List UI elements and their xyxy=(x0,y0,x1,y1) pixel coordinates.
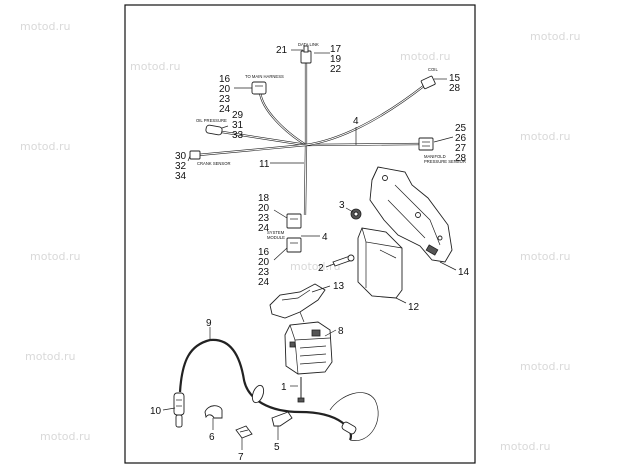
watermark: motod.ru xyxy=(25,350,75,363)
crank-sensor-connector xyxy=(189,150,201,160)
callout-4-top: 4 xyxy=(353,116,359,127)
callout-12: 12 xyxy=(408,302,420,313)
callout-6: 6 xyxy=(209,432,215,443)
callout-14: 14 xyxy=(458,267,470,278)
callout-23-mid: 23 xyxy=(258,213,270,224)
callout-9: 9 xyxy=(206,318,212,329)
callout-32: 32 xyxy=(175,161,187,172)
callout-24-top: 24 xyxy=(219,104,231,115)
oil-pressure-label: OIL PRESSURE xyxy=(196,118,227,123)
callout-30: 30 xyxy=(175,151,187,162)
coil-connector xyxy=(420,75,436,90)
system-module-label-line1: SYSTEM xyxy=(267,230,285,235)
callout-2: 2 xyxy=(318,263,324,274)
callout-19: 19 xyxy=(330,54,342,65)
callout-5: 5 xyxy=(274,442,280,453)
callout-27: 27 xyxy=(455,143,467,154)
screw-2 xyxy=(332,254,355,267)
watermark: motod.ru xyxy=(530,30,580,43)
callout-22: 22 xyxy=(330,64,342,75)
manifold-label-line1: MANIFOLD xyxy=(424,154,446,159)
callout-18: 18 xyxy=(258,193,270,204)
drawing-frame xyxy=(124,4,476,464)
spark-plug-boot xyxy=(173,392,185,428)
watermark: motod.ru xyxy=(20,20,70,33)
callout-26: 26 xyxy=(455,133,467,144)
system-module-connector-lower xyxy=(286,237,302,253)
watermark: motod.ru xyxy=(20,140,70,153)
main-harness-connector xyxy=(251,81,267,95)
callout-8: 8 xyxy=(338,326,344,337)
callout-3: 3 xyxy=(339,200,345,211)
watermark: motod.ru xyxy=(290,260,340,273)
data-link-connector xyxy=(300,45,312,64)
wiring-harness xyxy=(197,58,426,216)
watermark: motod.ru xyxy=(40,430,90,443)
callout-25: 25 xyxy=(455,123,467,134)
callout-4-bottom: 4 xyxy=(322,232,328,243)
coil-label: COIL xyxy=(428,67,438,72)
to-main-harness-label: TO MAIN HARNESS xyxy=(245,74,284,79)
oil-pressure-connector xyxy=(205,124,223,136)
watermark: motod.ru xyxy=(520,360,570,373)
nut-3 xyxy=(350,208,362,220)
callout-34: 34 xyxy=(175,171,187,182)
crank-sensor-label: CRANK SENSOR xyxy=(197,161,231,166)
spark-plug-wire xyxy=(178,338,379,441)
callout-numbers: 21 17 19 22 15 28 16 20 23 24 29 31 33 4… xyxy=(150,44,470,463)
callout-23-bottom: 23 xyxy=(258,267,270,278)
bolt-1 xyxy=(297,377,305,403)
callout-20-top: 20 xyxy=(219,84,231,95)
callout-13: 13 xyxy=(333,281,345,292)
callout-10: 10 xyxy=(150,406,162,417)
callout-28-top: 28 xyxy=(449,83,461,94)
wire-grommet xyxy=(251,384,265,404)
callout-16-bottom: 16 xyxy=(258,247,270,258)
callout-23-top: 23 xyxy=(219,94,231,105)
callout-24-bottom: 24 xyxy=(258,277,270,288)
callout-20-bottom: 20 xyxy=(258,257,270,268)
callout-29: 29 xyxy=(232,110,244,121)
callout-11: 11 xyxy=(259,159,270,170)
callout-7: 7 xyxy=(238,452,244,463)
callout-16-top: 16 xyxy=(219,74,231,85)
manifold-pressure-connector xyxy=(418,137,434,151)
callout-28-mid: 28 xyxy=(455,153,467,164)
callout-21: 21 xyxy=(276,45,288,56)
system-module-label-line2: MODULE xyxy=(267,235,285,240)
electronic-module xyxy=(357,227,403,299)
callout-1: 1 xyxy=(281,382,287,393)
callout-33: 33 xyxy=(232,130,244,141)
watermark-layer: motod.ru motod.ru motod.ru motod.ru moto… xyxy=(20,20,580,453)
watermark: motod.ru xyxy=(520,250,570,263)
leader-lines xyxy=(162,49,457,450)
watermark: motod.ru xyxy=(130,60,180,73)
watermark: motod.ru xyxy=(400,50,450,63)
callout-17: 17 xyxy=(330,44,342,55)
ignition-coil xyxy=(284,321,333,375)
clip-5 xyxy=(271,411,293,427)
coil-bracket xyxy=(269,283,326,323)
data-link-label: DATA LINK xyxy=(298,42,319,47)
ecm-bracket xyxy=(369,166,453,263)
clip-6 xyxy=(204,405,223,419)
watermark: motod.ru xyxy=(520,130,570,143)
watermark: motod.ru xyxy=(30,250,80,263)
callout-20-mid: 20 xyxy=(258,203,270,214)
clip-7 xyxy=(235,425,253,439)
callout-15: 15 xyxy=(449,73,461,84)
callout-31: 31 xyxy=(232,120,244,131)
callout-24-mid: 24 xyxy=(258,223,270,234)
system-module-connector-upper xyxy=(286,213,302,229)
manifold-label-line2: PRESSURE SENSOR xyxy=(424,159,466,164)
watermark: motod.ru xyxy=(500,440,550,453)
